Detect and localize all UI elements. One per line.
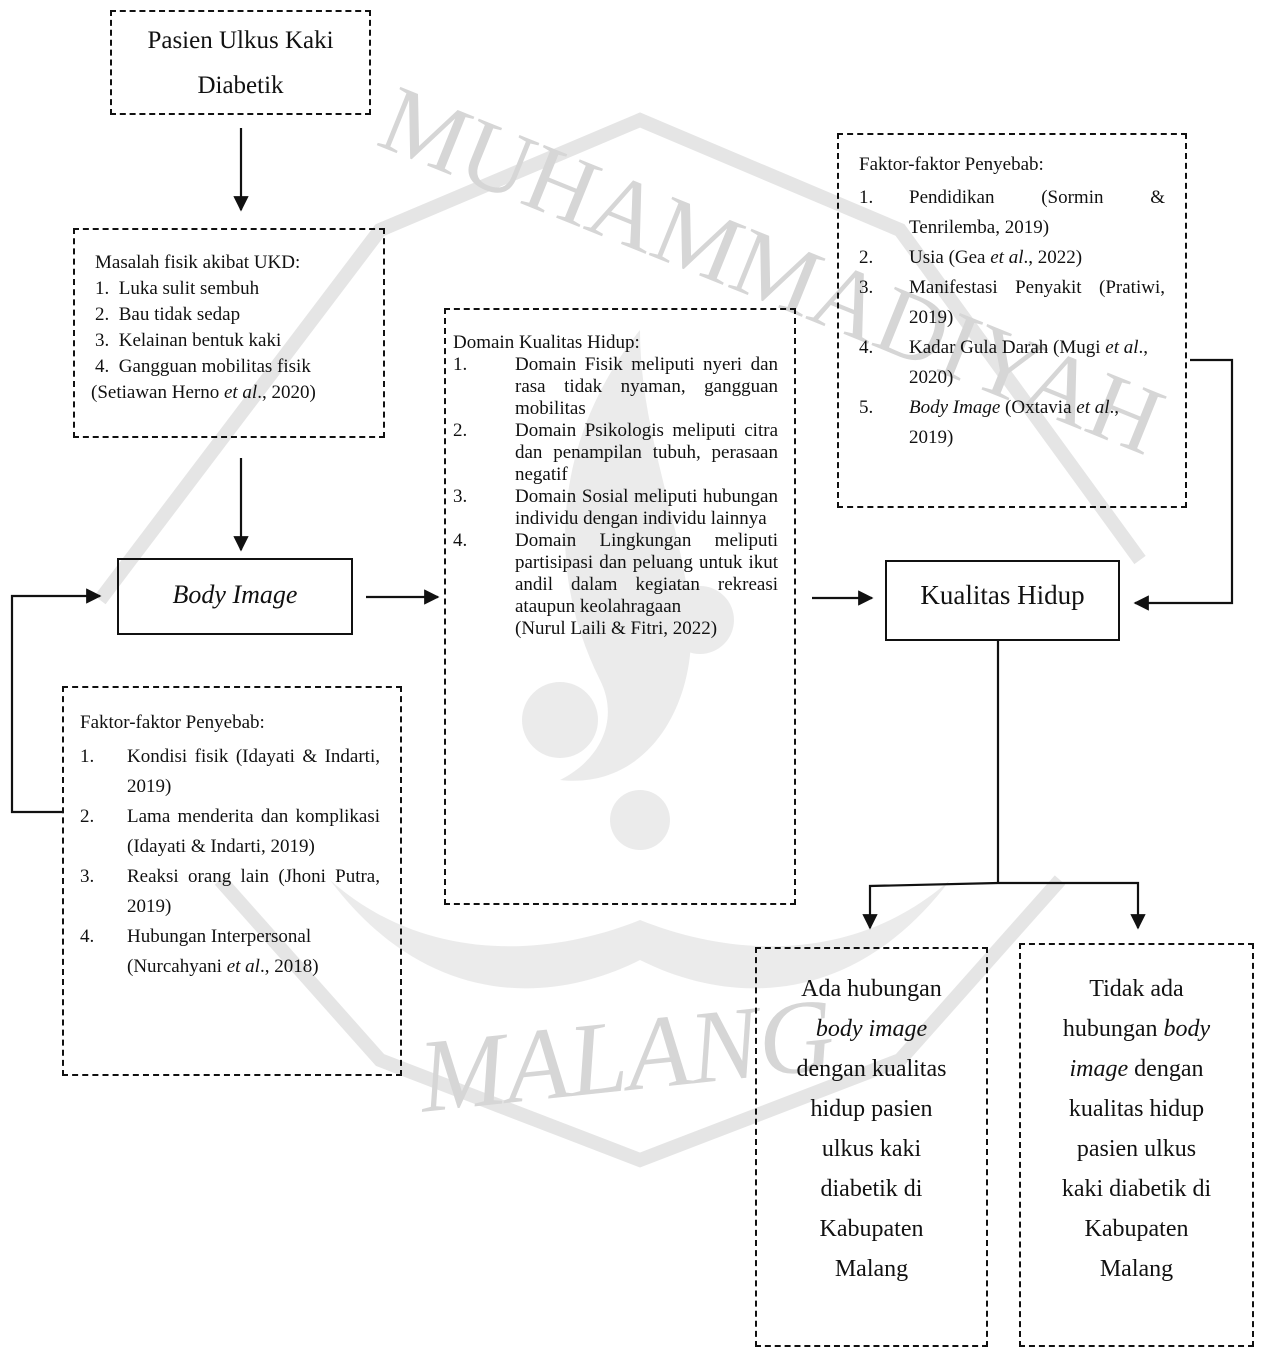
outcome-no-line: image dengan xyxy=(1069,1056,1204,1082)
list-item: 4.Domain Lingkungan meliputi partisipasi… xyxy=(453,530,778,617)
outcome-yes-line: Ada hubungan xyxy=(801,976,942,1002)
list-item: 2.Usia (Gea et al., 2022) xyxy=(859,247,1083,268)
physical-problems-item: 3. Kelainan bentuk kaki xyxy=(95,330,282,351)
qol-domains-box: Domain Kualitas Hidup: 1.Domain Fisik me… xyxy=(444,308,796,905)
outcome-no-line: kaki diabetik di xyxy=(1061,1176,1212,1202)
quality-of-life-box: Kualitas Hidup xyxy=(885,560,1120,641)
list-item: 2.Domain Psikologis meliputi citra dan p… xyxy=(453,420,778,485)
outcome-no-line: hubungan body xyxy=(1062,1016,1211,1042)
qol-domains-title: Domain Kualitas Hidup: xyxy=(453,332,640,353)
body-image-factors-box: Faktor-faktor Penyebab: 1.Kondisi fisik … xyxy=(62,686,402,1076)
arrow-qol-to-no xyxy=(998,881,1146,930)
list-item: 3.Domain Sosial meliputi hubungan indivi… xyxy=(453,486,778,529)
arrow-qolfactors-to-qol xyxy=(1133,358,1234,611)
outcome-yes-line: body image xyxy=(815,1016,928,1042)
outcome-yes-line: ulkus kaki xyxy=(821,1136,922,1162)
outcome-no-line: Malang xyxy=(1099,1256,1174,1282)
physical-problems-item: 2. Bau tidak sedap xyxy=(95,304,241,325)
outcome-yes-line: Kabupaten xyxy=(819,1216,924,1242)
physical-problems-box: Masalah fisik akibat UKD: 1. Luka sulit … xyxy=(73,228,385,438)
list-item: 1.Domain Fisik meliputi nyeri dan rasa t… xyxy=(453,354,778,419)
patient-line2: Diabetik xyxy=(197,72,284,99)
list-item: 5.Body Image (Oxtavia et al., 2019) xyxy=(859,397,1120,448)
outcome-yes-line: Malang xyxy=(834,1256,909,1282)
physical-problems-citation: (Setiawan Herno et al., 2020) xyxy=(91,382,316,403)
body-image-label: Body Image xyxy=(172,580,298,609)
quality-of-life-label: Kualitas Hidup xyxy=(920,580,1085,610)
outcome-yes-line: hidup pasien xyxy=(810,1096,933,1122)
list-item: 3.Manifestasi Penyakit (Pratiwi, 2019) xyxy=(859,277,1165,328)
outcome-no-line: Tidak ada xyxy=(1089,976,1184,1002)
outcome-no-line: Kabupaten xyxy=(1084,1216,1189,1242)
qol-factors-title: Faktor-faktor Penyebab: xyxy=(859,154,1044,175)
body-image-factors-title: Faktor-faktor Penyebab: xyxy=(80,712,265,733)
outcome-yes-line: diabetik di xyxy=(820,1176,923,1202)
patient-box: Pasien Ulkus Kaki Diabetik xyxy=(110,10,371,115)
outcome-no-box: Tidak ada hubungan body image dengan kua… xyxy=(1019,943,1254,1347)
list-item: 1.Pendidikan (Sormin & Tenrilemba, 2019) xyxy=(859,187,1165,238)
qol-factors-box: Faktor-faktor Penyebab: 1.Pendidikan (So… xyxy=(837,133,1187,508)
outcome-yes-line: dengan kualitas xyxy=(796,1056,947,1082)
outcome-no-line: pasien ulkus xyxy=(1076,1136,1197,1162)
list-item: 4.Hubungan Interpersonal (Nurcahyani et … xyxy=(80,926,319,977)
body-image-box: Body Image xyxy=(117,558,353,635)
patient-line1: Pasien Ulkus Kaki xyxy=(147,27,334,54)
arrow-qol-to-yes xyxy=(862,881,999,930)
list-item: 4.Kadar Gula Darah (Mugi et al., 2020) xyxy=(859,337,1149,388)
qol-domains-citation: (Nurul Laili & Fitri, 2022) xyxy=(515,618,718,639)
outcome-yes-box: Ada hubungan body image dengan kualitas … xyxy=(755,947,988,1347)
arrow-factors-to-bodyimage xyxy=(10,588,102,814)
outcome-no-line: kualitas hidup xyxy=(1068,1096,1205,1122)
physical-problems-title: Masalah fisik akibat UKD: xyxy=(95,252,301,273)
list-item: 3.Reaksi orang lain (Jhoni Putra, 2019) xyxy=(80,866,380,917)
list-item: 2.Lama menderita dan komplikasi (Idayati… xyxy=(80,806,380,857)
physical-problems-item: 4. Gangguan mobilitas fisik xyxy=(95,356,311,377)
list-item: 1.Kondisi fisik (Idayati & Indarti, 2019… xyxy=(80,746,380,797)
physical-problems-item: 1. Luka sulit sembuh xyxy=(95,278,260,299)
